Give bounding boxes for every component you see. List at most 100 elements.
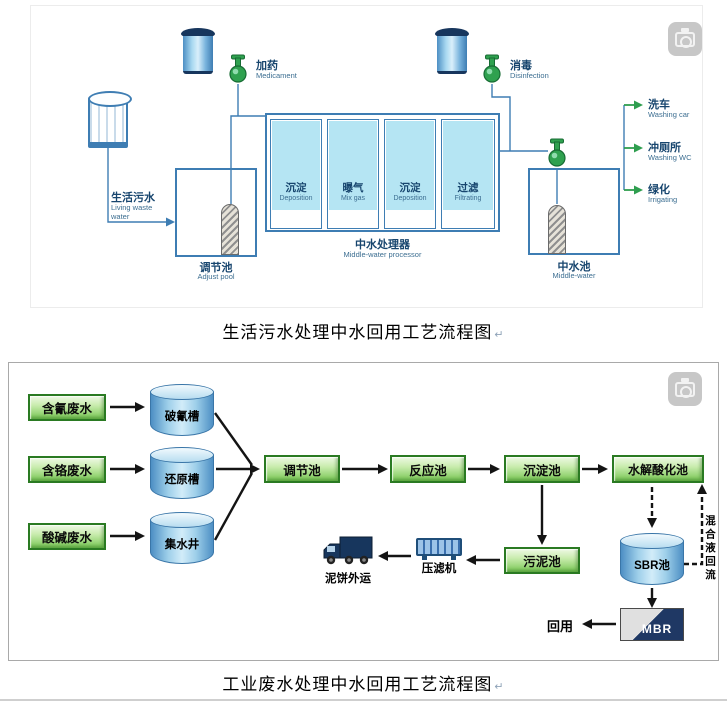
stage-tank [441, 119, 495, 229]
inflow-label-zh: 生活污水 [111, 192, 155, 204]
stage-label-zh: 过滤 [457, 182, 479, 194]
press-label: 压滤机 [421, 563, 457, 575]
flow-arrows [110, 402, 707, 629]
filter-press-icon [416, 538, 462, 560]
watermark-camera-icon [668, 372, 702, 406]
disinfect-label-zh: 消毒 [510, 60, 532, 72]
pretank-cylinder: 集水井 [150, 512, 214, 564]
chain-box-regulating: 调节池 [264, 455, 340, 483]
chain-box-hydrolysis: 水解酸化池 [612, 455, 704, 483]
inflow-label-en1: Living waste [111, 203, 153, 212]
mbr-label: MBR [641, 621, 673, 636]
input-box-chromium: 含铬废水 [28, 456, 106, 483]
stage-tank [327, 119, 379, 229]
press-leg [451, 555, 456, 560]
bottom-caption-text: 工业废水处理中水回用工艺流程图 [222, 675, 493, 694]
stage-label-en: Deposition [393, 195, 427, 202]
pretank-cylinder: 破氰槽 [150, 384, 214, 436]
middle-water-pump-icon [548, 138, 566, 167]
use-label-zh: 绿化 [648, 184, 670, 196]
chain-box-sedimentation: 沉淀池 [504, 455, 580, 483]
pretank-label: 破氰槽 [164, 411, 200, 423]
adjust-label-en: Adjust pool [197, 272, 235, 281]
cylinder-top [150, 384, 214, 400]
input-box-cyanide: 含氰废水 [28, 394, 106, 421]
water-fill [329, 121, 377, 210]
middle-label-zh: 中水池 [557, 261, 591, 273]
processor-box [265, 113, 500, 232]
stage-label-en: Mix gas [340, 195, 366, 202]
reuse-label: 回用 [546, 619, 573, 634]
stage-label-zh: 沉淀 [399, 182, 421, 194]
sbr-cylinder: SBR池 [620, 533, 684, 585]
mbr-box: MBR [620, 608, 684, 641]
sludge-box: 污泥池 [504, 547, 580, 574]
chain-label: 反应池 [409, 463, 447, 478]
adjust-pool [175, 168, 257, 257]
input-label: 酸碱废水 [41, 531, 92, 545]
camera-glyph [675, 382, 695, 398]
cake-label: 泥饼外运 [325, 573, 371, 585]
sbr-label: SBR池 [634, 560, 670, 572]
sewage-pipes [107, 84, 625, 227]
middle-label-en: Middle-water [552, 271, 596, 280]
dosing-tank [181, 28, 215, 76]
pretank-label: 集水井 [164, 539, 200, 551]
stage-label-en: Deposition [279, 195, 313, 202]
input-label: 含氰废水 [41, 402, 92, 416]
stage-tank [384, 119, 436, 229]
adjust-label-zh: 调节池 [199, 262, 233, 274]
stage-label-en: Filtrating [454, 195, 482, 202]
dosing-label-zh: 加药 [256, 60, 278, 72]
recycle-label: 混合液回流 [704, 515, 716, 583]
cylinder-top [620, 533, 684, 549]
cylinder-top [150, 512, 214, 528]
processor-label-en: Middle-water processor [343, 250, 422, 259]
chain-label: 水解酸化池 [627, 462, 688, 477]
screw-pump-icon [221, 204, 239, 255]
reuse-output-arrows [624, 100, 643, 195]
inflow-label-en2: water [111, 212, 130, 221]
inlet-tank [88, 91, 132, 148]
pretank-label: 还原槽 [164, 474, 200, 486]
chain-box-reaction: 反应池 [390, 455, 466, 483]
middle-water-tank [528, 168, 620, 255]
use-label-en: Irrigating [648, 195, 678, 204]
chain-label: 调节池 [283, 463, 321, 478]
truck-icon [323, 536, 373, 565]
paragraph-mark: ↵ [494, 329, 505, 341]
page-bottom-rule [0, 699, 727, 701]
camera-glyph [675, 32, 695, 48]
top-caption-text: 生活污水处理中水回用工艺流程图 [222, 323, 493, 342]
cylinder-top [150, 447, 214, 463]
water-fill [386, 121, 434, 210]
disinfect-tank [435, 28, 469, 76]
water-fill [443, 121, 493, 210]
dosing-label-en: Medicament [256, 71, 297, 80]
use-label-zh: 洗车 [648, 99, 670, 111]
screw-pump-icon [548, 205, 566, 254]
bottom-diagram-frame [8, 362, 719, 661]
input-label: 含铬废水 [41, 464, 92, 478]
sludge-label: 污泥池 [523, 555, 561, 569]
paragraph-mark: ↵ [494, 681, 505, 693]
stage-label-zh: 曝气 [342, 182, 364, 194]
stage-tank [270, 119, 322, 229]
bottom-caption: 工业废水处理中水回用工艺流程图↵ [0, 670, 727, 695]
use-label-en: Washing car [648, 110, 690, 119]
input-box-acid-alkali: 酸碱废水 [28, 523, 106, 550]
use-label-en: Washing WC [648, 153, 692, 162]
use-label-zh: 冲厕所 [648, 142, 681, 154]
pretank-cylinder: 还原槽 [150, 447, 214, 499]
stage-label-zh: 沉淀 [285, 182, 307, 194]
chain-label: 沉淀池 [523, 463, 561, 478]
top-caption: 生活污水处理中水回用工艺流程图↵ [0, 318, 727, 343]
processor-label-zh: 中水处理器 [355, 239, 410, 251]
water-fill [272, 121, 320, 210]
watermark-camera-icon [668, 22, 702, 56]
disinfect-pump-icon [483, 54, 501, 83]
press-body [416, 538, 462, 556]
dosing-pump-icon [229, 54, 247, 83]
